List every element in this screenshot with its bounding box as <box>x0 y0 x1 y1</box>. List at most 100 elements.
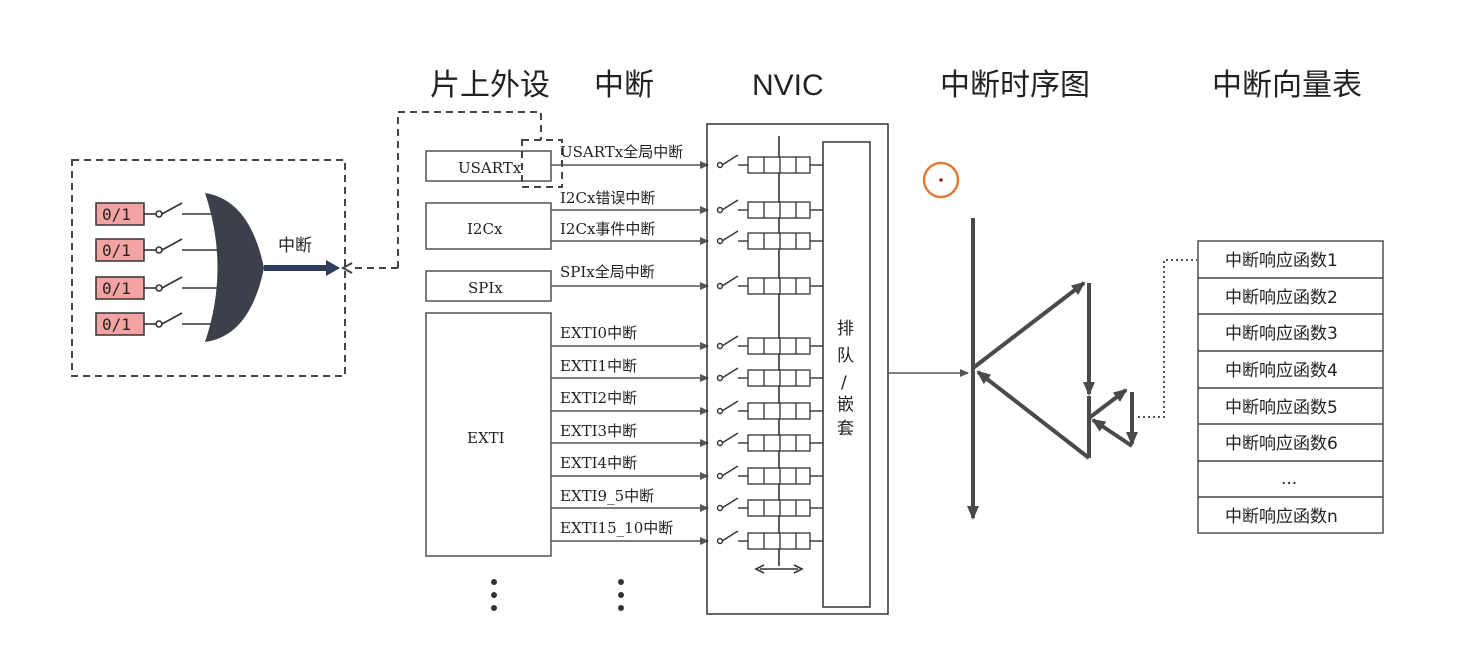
peripheral-spix-label: SPIx <box>468 279 503 297</box>
gate-inputs: 0/1 0/1 0/1 0/1 <box>95 202 145 336</box>
priority-register <box>747 434 811 452</box>
nvic-switch-pivot <box>716 237 724 245</box>
nvic-switch-blade <box>721 199 739 211</box>
interrupt-line-label: EXTI3中断 <box>560 422 637 440</box>
interrupt-line-label: USARTx全局中断 <box>560 143 683 161</box>
zoom-connector-arrowhead <box>340 262 353 274</box>
gate-input-label: 0/1 <box>102 279 131 298</box>
interrupt-line-exti1: EXTI1中断 <box>551 357 709 382</box>
nvic-switch-pivot <box>716 342 724 350</box>
nvic-queue-char: 嵌 <box>837 395 854 415</box>
header-nvic: NVIC <box>752 69 824 102</box>
interrupt-line-label: SPIx全局中断 <box>560 263 655 281</box>
priority-register <box>747 156 811 174</box>
interrupt-line-exti15-10: EXTI15_10中断 <box>551 519 709 545</box>
nvic-block <box>706 123 889 615</box>
header-interrupt: 中断 <box>594 68 654 103</box>
priority-register <box>747 532 811 550</box>
nvic-channel <box>716 497 823 517</box>
more-peripherals-ellipsis <box>491 579 497 611</box>
gate-output-label: 中断 <box>278 236 312 256</box>
interrupt-line-i2c-event: I2Cx事件中断 <box>551 220 709 245</box>
nvic-switch-pivot <box>716 537 724 545</box>
header-peripheral: 片上外设 <box>430 68 550 103</box>
gate-output-arrow <box>326 260 340 276</box>
vector-table-entry: 中断响应函数n <box>1225 507 1338 527</box>
nvic-channel <box>716 465 823 485</box>
vector-table-entry: 中断响应函数6 <box>1225 434 1338 454</box>
nvic-queue-box <box>822 141 871 608</box>
interrupt-line-exti9-5: EXTI9_5中断 <box>551 487 709 512</box>
zoom-connector <box>397 111 542 268</box>
peripheral-spix <box>425 270 552 302</box>
gate-input-label: 0/1 <box>102 241 131 260</box>
nvic-channel <box>716 367 823 387</box>
peripheral-usartx-label: USARTx <box>458 159 522 177</box>
interrupt-line-exti4: EXTI4中断 <box>551 454 709 480</box>
nvic-channel <box>716 530 823 550</box>
gate-zoom-box <box>71 159 346 377</box>
interrupt-line-label: EXTI0中断 <box>560 324 637 342</box>
nvic-switch-blade <box>721 154 739 166</box>
nvic-switch-pivot <box>716 206 724 214</box>
peripheral-exti <box>425 312 552 557</box>
nvic-channel <box>716 432 823 452</box>
vector-table-entry: 中断响应函数4 <box>1225 361 1338 381</box>
nvic-channel <box>716 400 823 420</box>
gate-input-label: 0/1 <box>102 205 131 224</box>
nvic-channel <box>716 275 823 295</box>
header-timing: 中断时序图 <box>940 68 1090 103</box>
vector-table-entry: 中断响应函数3 <box>1225 324 1338 344</box>
priority-register <box>747 337 811 355</box>
peripheral-usartx <box>425 150 552 182</box>
nvic-channel <box>716 335 823 355</box>
nvic-switch-blade <box>721 432 739 444</box>
nvic-switch-pivot <box>716 161 724 169</box>
nvic-switch-pivot <box>716 439 724 447</box>
priority-register <box>747 467 811 485</box>
nvic-switch-pivot <box>716 472 724 480</box>
vector-table-entry: 中断响应函数1 <box>1225 251 1338 271</box>
interrupt-line-exti3: EXTI3中断 <box>551 422 709 447</box>
nvic-channel <box>716 154 823 174</box>
gate-input-label: 0/1 <box>102 315 131 334</box>
nvic-switch-pivot <box>716 374 724 382</box>
or-gate <box>205 193 264 342</box>
priority-register <box>747 201 811 219</box>
nvic-switch-pivot <box>716 504 724 512</box>
priority-register <box>747 277 811 295</box>
nvic-switch-blade <box>721 230 739 242</box>
cursor-dot <box>939 178 943 182</box>
vector-table-link <box>1138 259 1197 418</box>
nvic-queue-char: / <box>841 373 847 393</box>
vector-table-entry: 中断响应函数2 <box>1225 288 1338 308</box>
interrupt-line-usartx: USARTx全局中断 <box>551 143 709 169</box>
interrupt-line-label: EXTI1中断 <box>560 357 637 375</box>
nvic-switch-pivot <box>716 282 724 290</box>
nvic-channel <box>716 230 823 250</box>
priority-register <box>747 402 811 420</box>
peripheral-i2cx-label: I2Cx <box>467 220 503 238</box>
vector-table: 中断响应函数1 中断响应函数2 中断响应函数3 中断响应函数4 中断响应函数5 … <box>1197 240 1384 534</box>
gate-switches <box>144 202 218 328</box>
peripheral-i2cx <box>425 202 552 250</box>
header-vector-table: 中断向量表 <box>1212 68 1362 103</box>
interrupt-line-exti0: EXTI0中断 <box>551 324 709 350</box>
priority-register <box>747 369 811 387</box>
interrupt-line-label: I2Cx错误中断 <box>560 189 655 207</box>
nvic-switch-blade <box>721 367 739 379</box>
priority-register <box>747 499 811 517</box>
vector-table-entry: ... <box>1281 469 1297 489</box>
nvic-switch-blade <box>721 275 739 287</box>
nvic-queue-char: 队 <box>837 346 854 366</box>
nvic-switch-pivot <box>716 407 724 415</box>
nvic-switch-blade <box>721 400 739 412</box>
peripheral-exti-label: EXTI <box>467 429 505 447</box>
cursor-ring <box>922 161 960 199</box>
nvic-channels <box>716 154 823 550</box>
interrupt-line-label: I2Cx事件中断 <box>560 220 655 238</box>
nvic-switch-blade <box>721 497 739 509</box>
nvic-queue-char: 套 <box>837 419 854 439</box>
